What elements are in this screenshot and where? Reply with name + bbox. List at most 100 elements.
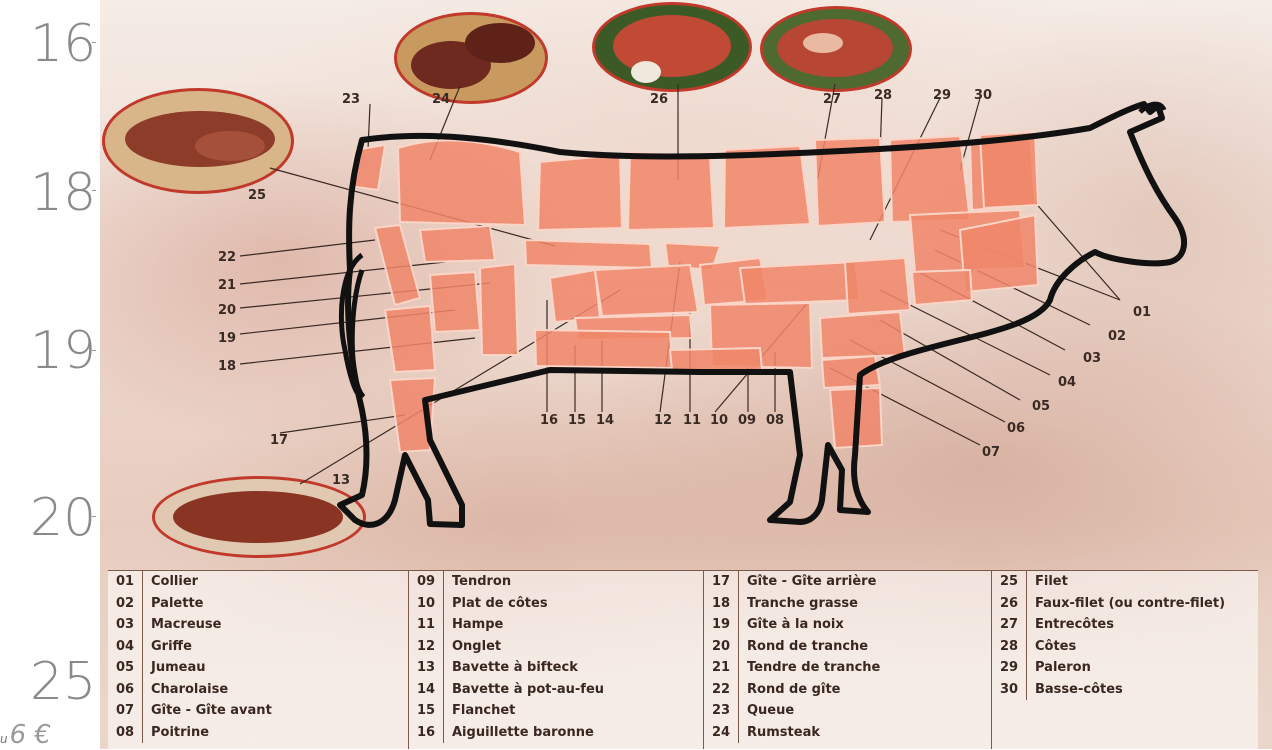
cut-number-19: 19 [218,331,236,346]
legend-name: Entrecôtes [1026,614,1114,636]
ruler-tick [92,516,96,517]
legend-row: 19Gîte à la noix [704,614,992,636]
cut-number-29: 29 [933,88,951,103]
cut-number-27: 27 [823,92,841,107]
cut-pieces [350,132,1038,452]
legend-row: 12Onglet [409,636,704,658]
cut-number-08: 08 [766,413,784,428]
legend-name: Tranche grasse [738,593,858,615]
legend-name: Jumeau [142,657,205,679]
legend-column-4: 25Filet26Faux-filet (ou contre-filet)27E… [991,571,1259,749]
legend-code: 05 [108,660,142,675]
cut-number-07: 07 [982,445,1000,460]
cut-number-13: 13 [332,473,350,488]
cut-number-03: 03 [1083,351,1101,366]
legend-code: 14 [409,682,443,697]
cut-number-11: 11 [683,413,701,428]
legend-row: 03Macreuse [108,614,408,636]
legend-name: Queue [738,700,794,722]
legend-code: 29 [992,660,1026,675]
legend-name: Charolaise [142,679,228,701]
cut-number-22: 22 [218,250,236,265]
ruler-mark-19: 19 [30,325,100,377]
cut-number-16: 16 [540,413,558,428]
legend-row: 13Bavette à bifteck [409,657,704,679]
legend-name: Rond de tranche [738,636,868,658]
cut-number-02: 02 [1108,329,1126,344]
cut-number-28: 28 [874,88,892,103]
cow-diagram: 01 02 03 04 05 06 07 08 09 10 11 12 13 1… [100,0,1272,570]
ruler-mark-20: 20 [30,492,100,544]
legend-name: Filet [1026,571,1068,593]
legend-code: 30 [992,682,1026,697]
legend-name: Gîte - Gîte arrière [738,571,876,593]
cut-number-26: 26 [650,92,668,107]
legend-code: 24 [704,725,738,740]
legend-name: Hampe [443,614,503,636]
legend-code: 17 [704,574,738,589]
cut-number-09: 09 [738,413,756,428]
legend-name: Gîte - Gîte avant [142,700,272,722]
legend-name: Poitrine [142,722,209,744]
cut-number-30: 30 [974,88,992,103]
legend-code: 02 [108,596,142,611]
legend-name: Paleron [1026,657,1091,679]
legend-name: Collier [142,571,198,593]
legend-code: 09 [409,574,443,589]
legend-code: 20 [704,639,738,654]
legend-code: 06 [108,682,142,697]
price-value: 6 € [10,720,51,750]
cut-number-15: 15 [568,413,586,428]
legend-name: Macreuse [142,614,221,636]
legend-row: 21Tendre de tranche [704,657,992,679]
price-prefix: u [0,732,8,746]
cut-number-24: 24 [432,92,450,107]
legend-code: 13 [409,660,443,675]
ruler-tick [92,350,96,351]
price-label: u6 € [0,722,51,748]
cut-number-14: 14 [596,413,614,428]
legend-name: Basse-côtes [1026,679,1123,701]
legend-name: Gîte à la noix [738,614,844,636]
legend-name: Onglet [443,636,501,658]
legend-name: Palette [142,593,203,615]
cut-number-18: 18 [218,359,236,374]
legend-row: 02Palette [108,593,408,615]
cut-number-04: 04 [1058,375,1076,390]
cut-number-21: 21 [218,278,236,293]
legend-code: 07 [108,703,142,718]
legend-code: 25 [992,574,1026,589]
legend-table: 01Collier02Palette03Macreuse04Griffe05Ju… [108,570,1258,749]
legend-code: 28 [992,639,1026,654]
legend-name: Griffe [142,636,192,658]
ruler-mark-18: 18 [30,167,100,219]
legend-name: Aiguillette baronne [443,722,594,744]
legend-name: Faux-filet (ou contre-filet) [1026,593,1225,615]
legend-row: 07Gîte - Gîte avant [108,700,408,722]
cut-number-17: 17 [270,433,288,448]
legend-name: Tendron [443,571,511,593]
legend-name: Rumsteak [738,722,820,744]
legend-code: 12 [409,639,443,654]
legend-code: 01 [108,574,142,589]
legend-name: Plat de côtes [443,593,548,615]
